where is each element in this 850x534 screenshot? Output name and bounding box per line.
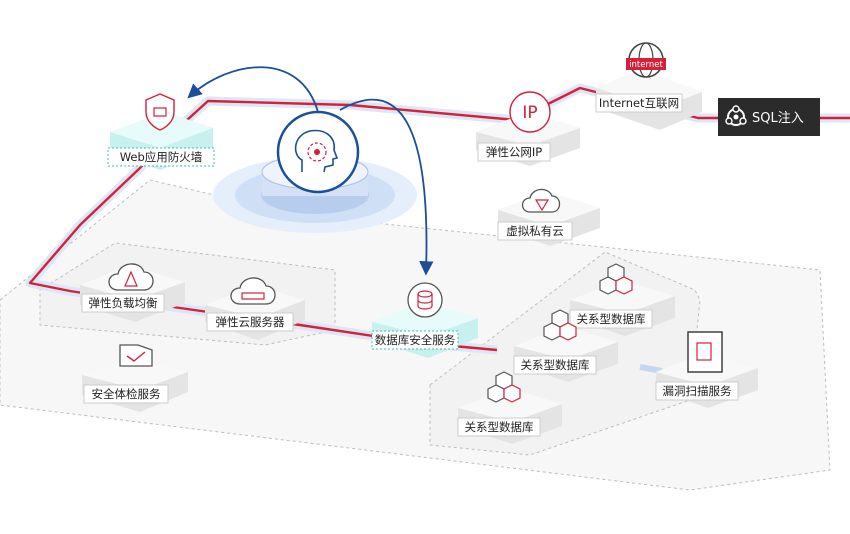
elb-node[interactable]: 弹性负载均衡	[80, 263, 185, 322]
rds-label: 关系型数据库	[577, 312, 646, 326]
protection-arrows	[187, 66, 434, 276]
vpc-node[interactable]: 虚拟私有云	[497, 188, 600, 246]
vpc-label: 虚拟私有云	[506, 224, 564, 238]
ai-detection-engine	[213, 110, 417, 233]
shield-icon	[145, 93, 175, 131]
rds-node-3[interactable]: 关系型数据库	[457, 371, 562, 444]
ecs-label: 弹性云服务器	[216, 315, 285, 329]
ecs-node[interactable]: 弹性云服务器	[205, 277, 305, 340]
rds-node-2[interactable]: 关系型数据库	[513, 309, 618, 382]
rds-label: 关系型数据库	[521, 358, 590, 372]
hss-label: 安全体检服务	[92, 387, 161, 401]
sql-injection-label: SQL注入	[752, 111, 804, 126]
internet-node[interactable]: Internet互联网 internet	[595, 42, 702, 130]
rds-label: 关系型数据库	[465, 420, 534, 434]
waf-label: Web应用防火墙	[120, 150, 203, 164]
sql-injection-threat[interactable]: SQL注入	[718, 98, 820, 136]
cloud-icon	[108, 263, 154, 291]
waf-node[interactable]: Web应用防火墙	[107, 93, 215, 170]
biohazard-icon	[725, 105, 747, 126]
document-scan-icon	[687, 331, 723, 373]
hexagon-cluster-icon	[487, 371, 521, 403]
eip-icon-text: IP	[522, 103, 537, 123]
rds-node-1[interactable]: 关系型数据库	[569, 263, 675, 336]
hss-node[interactable]: 安全体检服务	[82, 344, 188, 412]
eip-label: 弹性公网IP	[486, 145, 542, 159]
cloud-icon	[521, 188, 561, 213]
globe-icon-text: internet	[629, 60, 663, 70]
internet-label: Internet互联网	[599, 96, 679, 110]
elb-label: 弹性负载均衡	[89, 296, 158, 310]
dbss-node[interactable]: 数据库安全服务	[371, 282, 478, 358]
vss-node[interactable]: 漏洞扫描服务	[655, 331, 758, 408]
shield-check-icon	[119, 344, 153, 367]
hexagon-cluster-icon	[543, 309, 577, 341]
dbss-label: 数据库安全服务	[375, 333, 456, 347]
hexagon-cluster-icon	[599, 263, 633, 295]
eip-icon	[509, 91, 551, 133]
database-icon	[407, 282, 443, 318]
vss-label: 漏洞扫描服务	[663, 384, 732, 398]
eip-node[interactable]: 弹性公网IP IP	[476, 91, 580, 166]
